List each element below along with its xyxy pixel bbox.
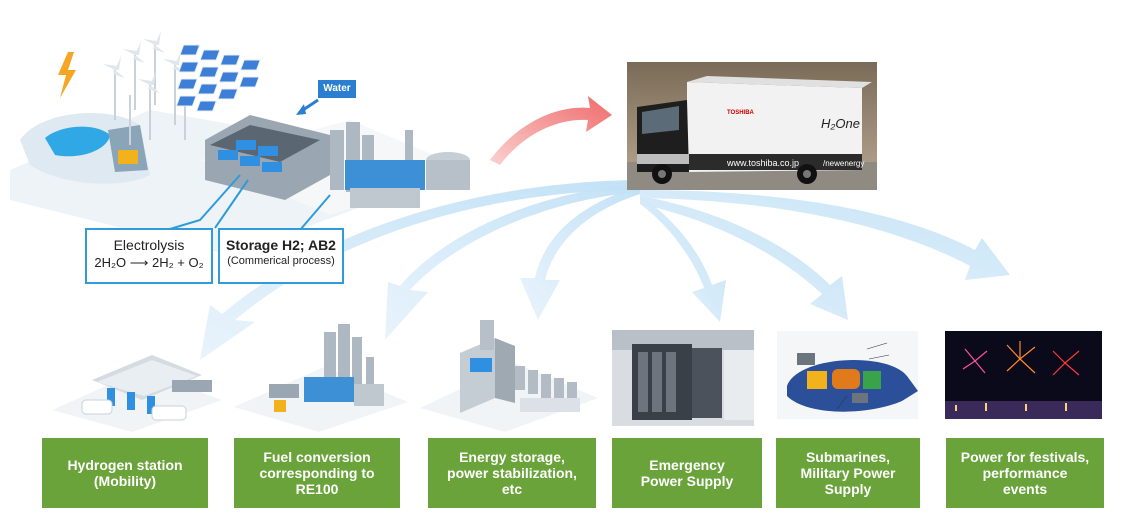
application-submarines: Submarines, Military Power Supply <box>776 438 920 508</box>
festival-fireworks-photo <box>945 331 1102 419</box>
application-label-line: Military Power <box>800 465 896 481</box>
application-label-line: RE100 <box>295 481 339 497</box>
water-label: Water <box>318 80 356 98</box>
truck-url: www.toshiba.co.jp <box>726 158 799 168</box>
application-label-line: power stabilization, <box>447 465 577 481</box>
application-label-line: (Mobility) <box>93 473 157 489</box>
application-label-line: Power for festivals, <box>960 449 1090 465</box>
application-label-line: performance <box>982 465 1068 481</box>
hydrogen-truck-photo: www.toshiba.co.jp /newenergy TOSHIBA H₂O… <box>627 62 877 190</box>
truck-tag: /newenergy <box>823 159 864 168</box>
hydrogen-station-illustration <box>52 355 222 432</box>
application-fuel-conversion: Fuel conversion corresponding to RE100 <box>234 438 400 508</box>
storage-title: Storage H2; AB2 <box>226 237 336 253</box>
storage-callout: Storage H2; AB2 (Commerical process) <box>218 228 344 284</box>
electrolysis-formula: 2H₂O ⟶ 2H₂ + O₂ <box>94 255 204 270</box>
hydrogen-plant-illustration <box>10 31 470 255</box>
application-hydrogen-station: Hydrogen station (Mobility) <box>42 438 208 508</box>
application-label-line: Hydrogen station <box>67 457 183 473</box>
arrow-to-emergency <box>640 196 726 322</box>
application-label-line: Supply <box>824 481 872 497</box>
electrolysis-callout: Electrolysis 2H₂O ⟶ 2H₂ + O₂ <box>85 228 213 284</box>
application-label-line: events <box>1002 481 1048 497</box>
application-energy-storage: Energy storage, power stabilization, etc <box>428 438 596 508</box>
application-label-line: Fuel conversion <box>263 449 371 465</box>
application-label-line: corresponding to <box>259 465 375 481</box>
arrow-to-submarines <box>640 196 848 320</box>
lightning-icon <box>58 52 76 98</box>
application-label-line: Submarines, <box>805 449 890 465</box>
energy-storage-illustration <box>420 320 598 432</box>
storage-subtitle: (Commerical process) <box>227 255 335 267</box>
truck-brand: TOSHIBA <box>727 110 755 116</box>
application-label-line: Power Supply <box>640 473 734 489</box>
emergency-power-photo <box>612 330 754 426</box>
arrow-to-festivals <box>640 190 1010 280</box>
application-emergency-power: Emergency Power Supply <box>612 438 762 508</box>
electrolysis-title: Electrolysis <box>113 237 185 253</box>
red-arrow <box>490 96 612 165</box>
application-festivals: Power for festivals, performance events <box>946 438 1104 508</box>
application-label-line: Emergency <box>649 457 725 473</box>
truck-model: H₂One <box>821 116 860 131</box>
fuel-conversion-illustration <box>234 324 408 432</box>
submarine-power-illustration <box>777 331 918 419</box>
application-label-line: Energy storage, <box>459 449 565 465</box>
arrow-to-energy-storage <box>520 186 640 320</box>
application-label-line: etc <box>501 481 523 497</box>
